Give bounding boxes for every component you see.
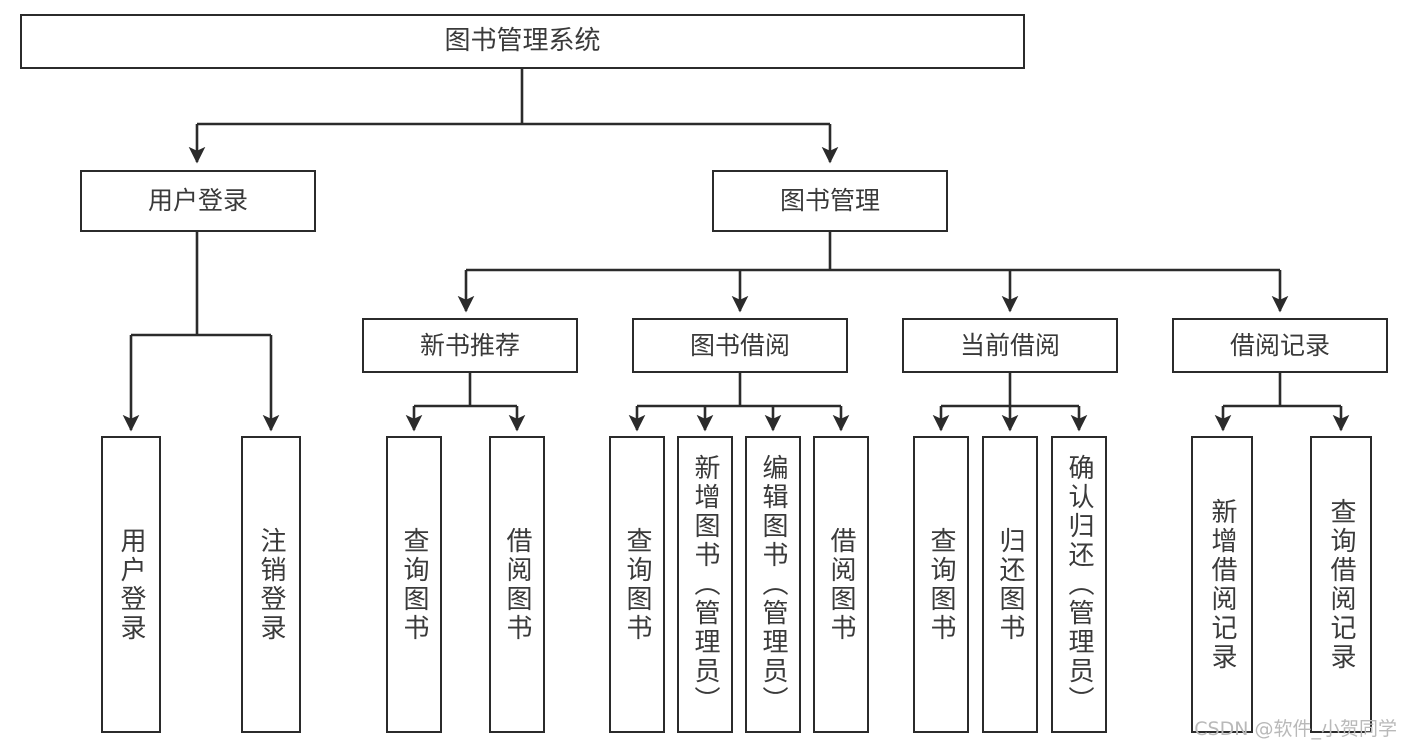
node-leaf-return-book[interactable]: 归还图书 xyxy=(982,436,1038,733)
node-label: 查询图书 xyxy=(926,526,956,643)
node-book-borrow[interactable]: 图书借阅 xyxy=(632,318,848,373)
node-leaf-edit-book[interactable]: 编辑图书（管理员） xyxy=(745,436,801,733)
node-leaf-logout-login[interactable]: 注销登录 xyxy=(241,436,301,733)
node-label: 查询借阅记录 xyxy=(1326,497,1356,672)
node-leaf-add-record[interactable]: 新增借阅记录 xyxy=(1191,436,1253,733)
csdn-watermark: CSDN @软件_小贺同学 xyxy=(1194,718,1397,740)
node-current-borrow[interactable]: 当前借阅 xyxy=(902,318,1118,373)
node-label: 确认归还（管理员） xyxy=(1064,454,1094,715)
node-root-system[interactable]: 图书管理系统 xyxy=(20,14,1025,69)
node-label: 编辑图书（管理员） xyxy=(758,454,788,715)
node-leaf-borrow-book-2[interactable]: 借阅图书 xyxy=(813,436,869,733)
node-label: 当前借阅 xyxy=(959,330,1060,360)
node-label: 借阅图书 xyxy=(826,526,856,643)
node-label: 用户登录 xyxy=(147,186,248,215)
node-label: 借阅记录 xyxy=(1229,330,1330,360)
node-label: 归还图书 xyxy=(995,526,1025,643)
node-leaf-query-book-2[interactable]: 查询图书 xyxy=(609,436,665,733)
node-label: 图书借阅 xyxy=(689,330,790,360)
node-label: 查询图书 xyxy=(622,526,652,643)
node-leaf-query-book-1[interactable]: 查询图书 xyxy=(386,436,442,733)
node-label: 注销登录 xyxy=(256,526,286,643)
node-label: 用户登录 xyxy=(116,526,146,643)
node-label: 借阅图书 xyxy=(502,526,532,643)
node-leaf-confirm-return[interactable]: 确认归还（管理员） xyxy=(1051,436,1107,733)
node-leaf-user-login[interactable]: 用户登录 xyxy=(101,436,161,733)
node-borrow-record[interactable]: 借阅记录 xyxy=(1172,318,1388,373)
node-label: 新增借阅记录 xyxy=(1207,497,1237,672)
node-leaf-query-record[interactable]: 查询借阅记录 xyxy=(1310,436,1372,733)
node-label: 图书管理 xyxy=(779,186,880,215)
node-leaf-borrow-book-1[interactable]: 借阅图书 xyxy=(489,436,545,733)
node-leaf-query-book-3[interactable]: 查询图书 xyxy=(913,436,969,733)
node-label: 查询图书 xyxy=(399,526,429,643)
node-leaf-add-book[interactable]: 新增图书（管理员） xyxy=(677,436,733,733)
node-new-book-recommend[interactable]: 新书推荐 xyxy=(362,318,578,373)
node-book-manage[interactable]: 图书管理 xyxy=(712,170,948,232)
node-label: 图书管理系统 xyxy=(444,25,601,56)
node-user-login[interactable]: 用户登录 xyxy=(80,170,316,232)
node-label: 新增图书（管理员） xyxy=(690,454,720,715)
node-label: 新书推荐 xyxy=(419,330,520,360)
